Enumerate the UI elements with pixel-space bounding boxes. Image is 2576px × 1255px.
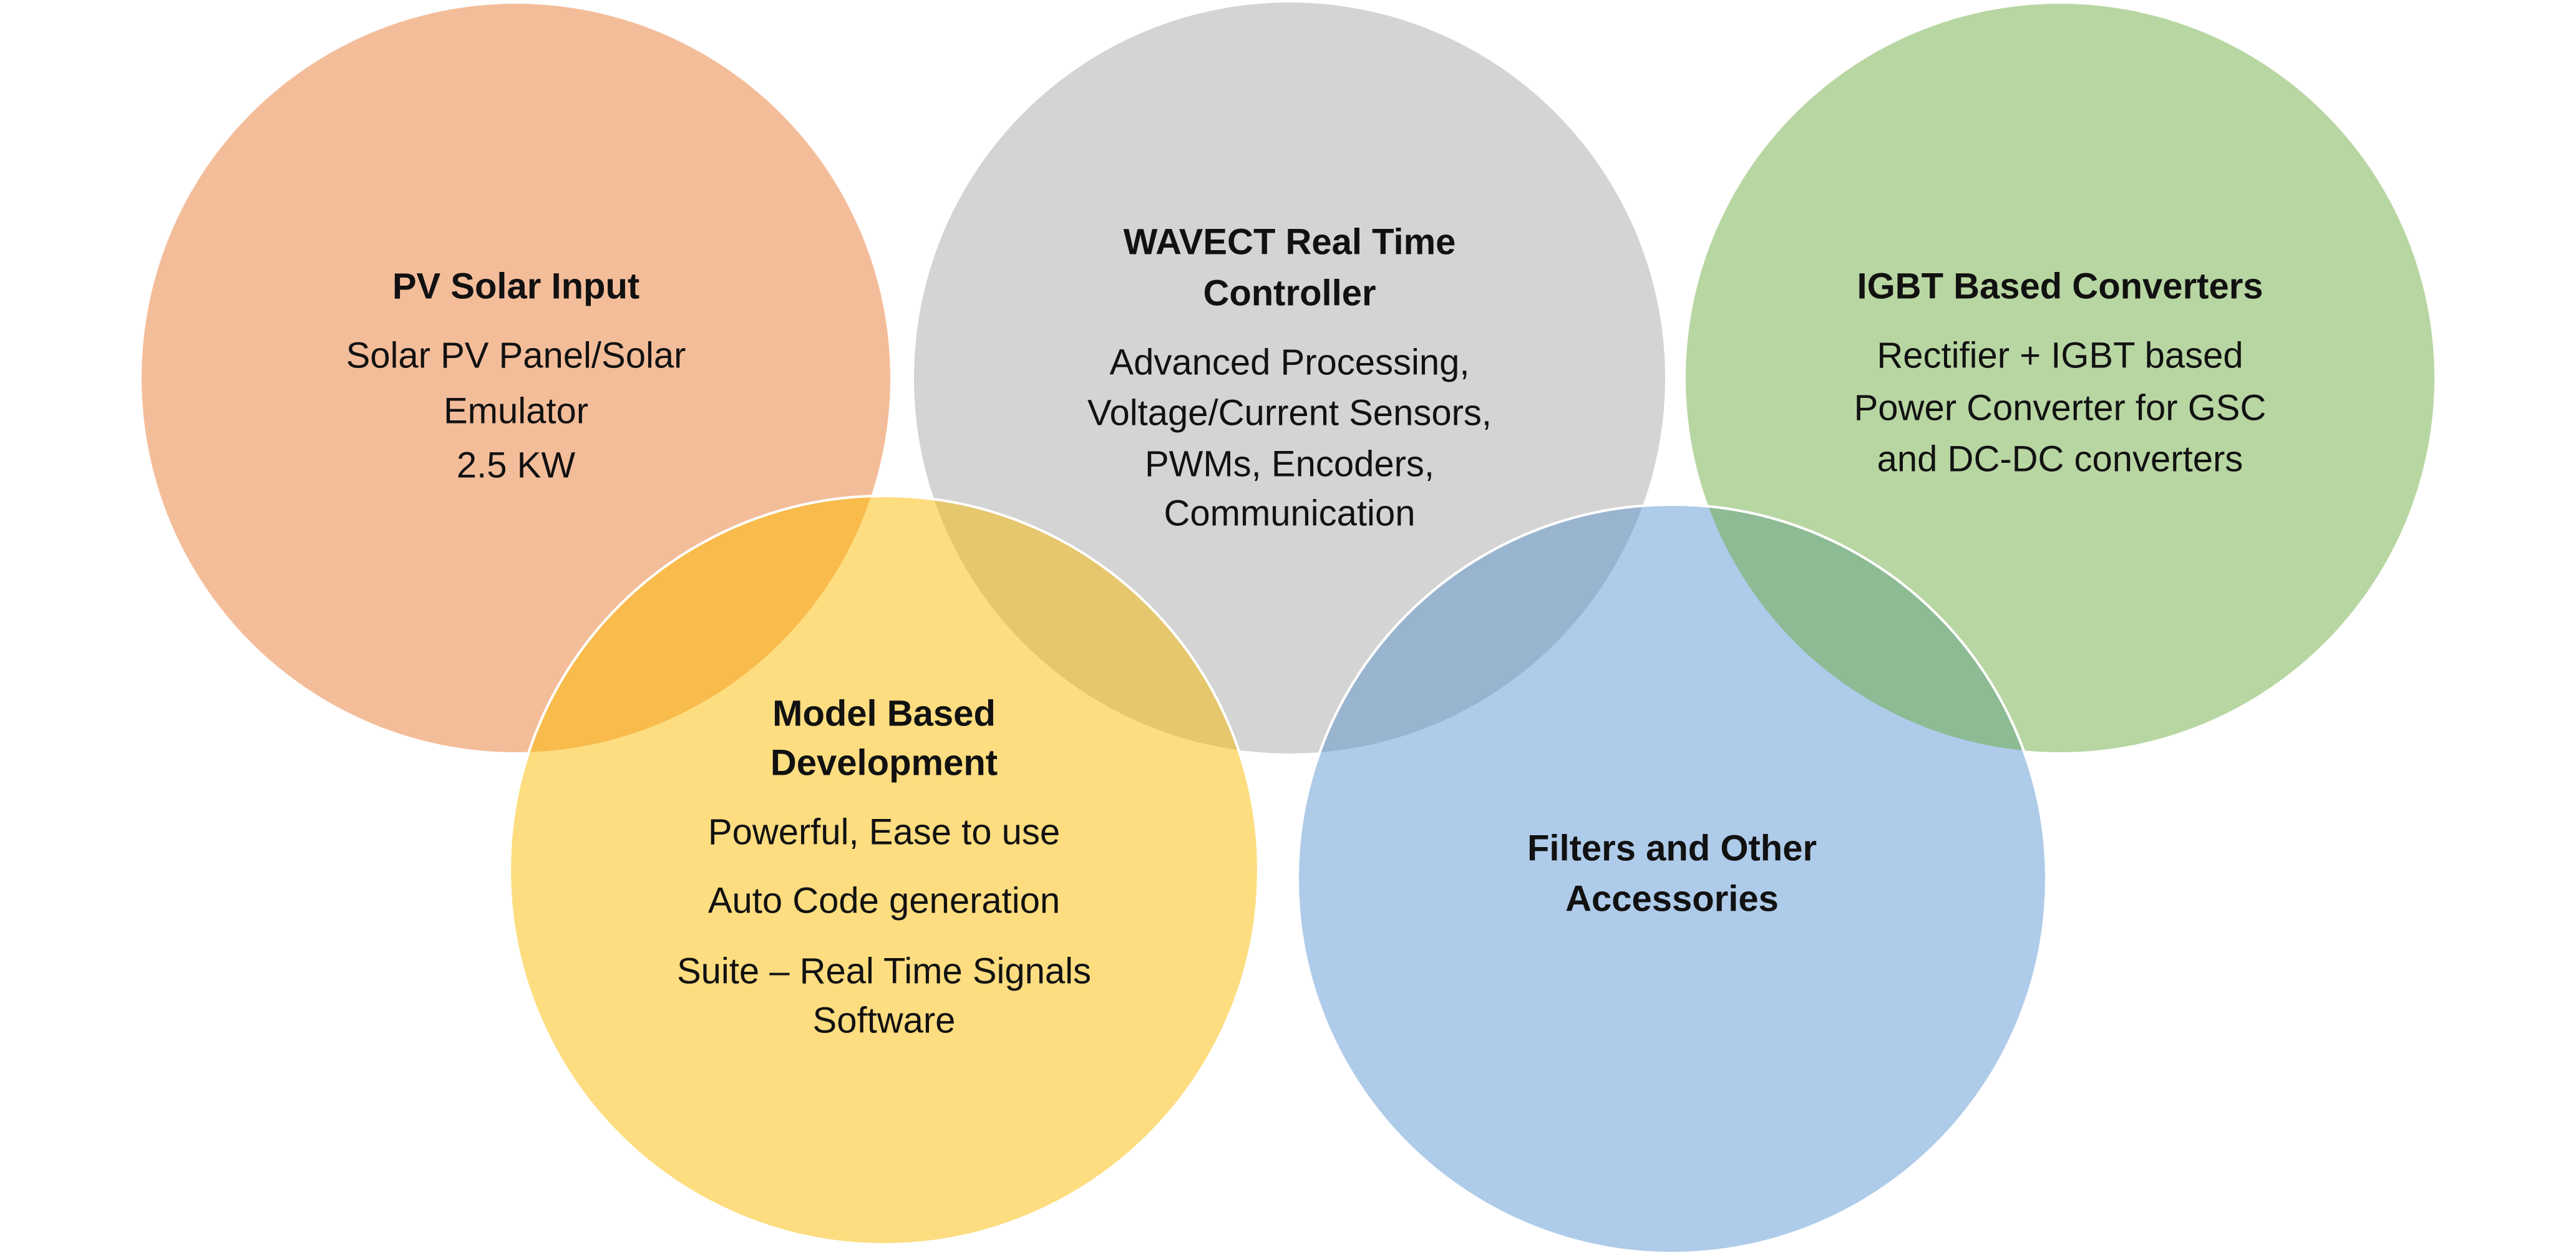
pv-line: Solar PV Panel/Solar [346, 335, 686, 376]
wavect-title: Controller [1203, 273, 1376, 313]
model-title: Development [770, 742, 998, 783]
model-line: Suite – Real Time Signals [677, 951, 1091, 991]
wavect-line: Voltage/Current Sensors, [1087, 392, 1492, 433]
igbt-line: Power Converter for GSC [1854, 387, 2267, 428]
wavect-line: Advanced Processing, [1109, 342, 1469, 382]
model-line: Auto Code generation [708, 880, 1060, 921]
model-line: Software [813, 1000, 956, 1040]
pv-line: Emulator [444, 390, 588, 431]
filters-circle-outline [1296, 503, 2048, 1254]
model-line: Powerful, Ease to use [708, 812, 1060, 852]
filters-title: Filters and Other [1527, 828, 1817, 868]
model-circle-outline [508, 495, 1260, 1246]
pv-line: 2.5 KW [457, 445, 575, 485]
igbt-title: IGBT Based Converters [1857, 266, 2263, 306]
overlap-wavect-filters [1298, 505, 1665, 753]
wavect-line: PWMs, Encoders, [1145, 443, 1434, 484]
pv-title: PV Solar Input [392, 266, 639, 306]
igbt-line: Rectifier + IGBT based [1877, 335, 2243, 376]
filters-title: Accessories [1565, 878, 1779, 919]
igbt-line: and DC-DC converters [1877, 439, 2243, 479]
wavect-line: Communication [1164, 493, 1416, 533]
model-title: Model Based [772, 693, 996, 734]
wavect-title: WAVECT Real Time [1124, 221, 1456, 262]
overlap-igbt-filters [1686, 505, 2046, 752]
overlap-pv-model [510, 496, 890, 752]
